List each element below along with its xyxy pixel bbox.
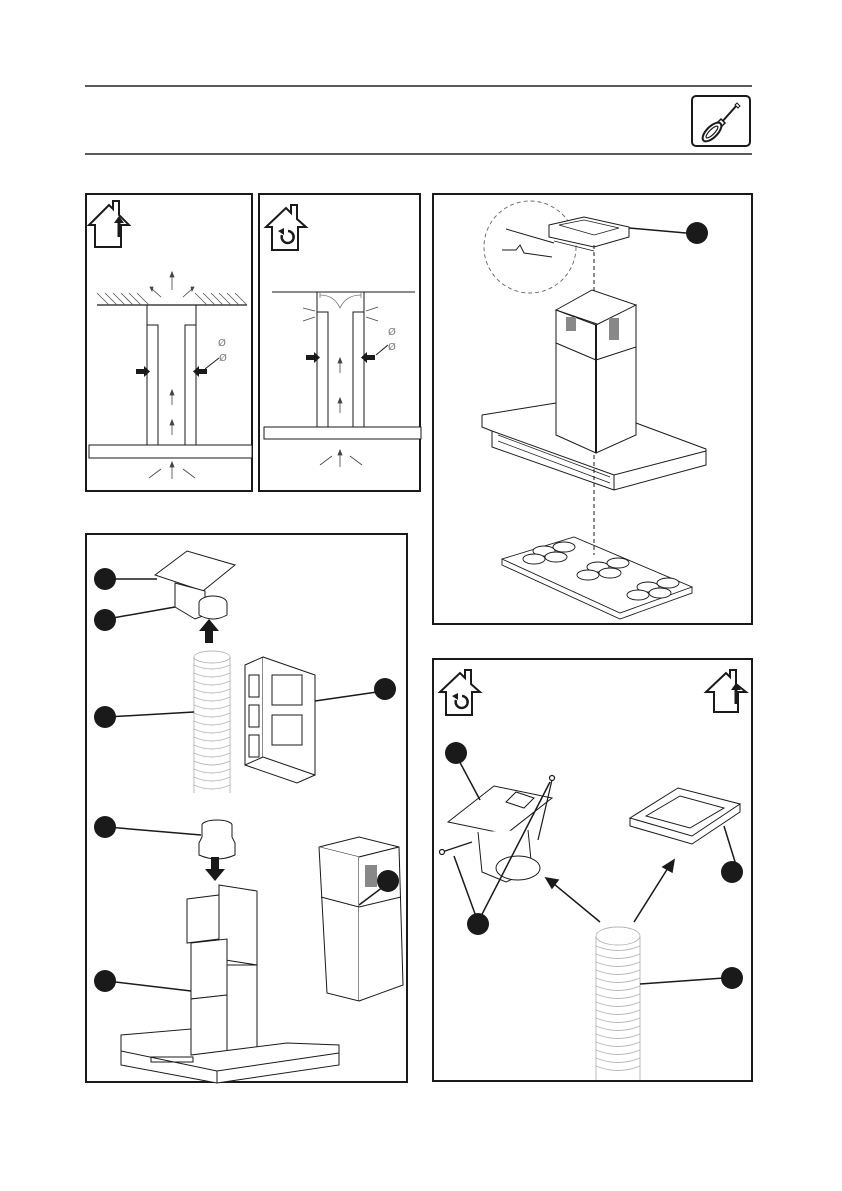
diameter-leader	[376, 345, 388, 355]
callout-marker	[94, 706, 116, 728]
callout-marker	[377, 870, 399, 892]
diameter-leader	[205, 358, 219, 369]
callout-marker	[94, 568, 116, 590]
recirculation-bracket	[448, 786, 552, 882]
ceiling-bracket	[549, 217, 629, 251]
panel-components	[85, 533, 408, 1083]
house-extraction-icon	[706, 670, 746, 712]
panel-mode-mounting	[432, 658, 753, 1082]
direction-arrows	[546, 860, 674, 922]
callout-leader	[107, 712, 194, 717]
callout-leader	[107, 981, 191, 991]
diameter-label: Ø	[219, 354, 227, 364]
up-arrow	[199, 619, 219, 643]
chimney-frame	[245, 657, 315, 783]
callout-leader	[454, 856, 478, 922]
callout-leader	[315, 692, 377, 701]
header-top-rule	[85, 85, 752, 87]
callout-marker	[686, 222, 708, 244]
callout-leader	[640, 978, 724, 984]
callout-marker	[94, 816, 116, 838]
house-extraction-icon	[87, 195, 129, 247]
callout-leader	[107, 827, 201, 835]
diameter-label: Ø	[218, 339, 226, 349]
down-arrow	[205, 857, 225, 881]
tool-badge	[691, 95, 751, 147]
hood-base	[264, 427, 421, 439]
callout-marker	[721, 967, 743, 989]
flexible-hose	[194, 651, 230, 793]
ceiling-hatch	[97, 293, 247, 305]
screwdriver-icon	[693, 97, 749, 145]
callout-leader	[724, 826, 736, 865]
detail-magnifier	[484, 201, 576, 293]
airflow-arrows	[303, 307, 378, 467]
panel-recirculation-airflow: Ø Ø	[258, 193, 421, 492]
house-recirculation-icon	[266, 205, 306, 250]
house-recirculation-icon	[440, 670, 480, 715]
panel-ducted-airflow: Ø Ø	[85, 193, 253, 492]
callout-marker	[445, 742, 467, 764]
hob	[502, 537, 692, 619]
callout-marker	[374, 678, 396, 700]
callout-marker	[94, 609, 116, 631]
diameter-label: Ø	[388, 343, 396, 353]
hood-frame	[121, 885, 339, 1083]
callout-marker	[467, 913, 489, 935]
extraction-bracket	[630, 788, 740, 844]
chimney	[556, 290, 636, 453]
hood-base	[89, 445, 252, 458]
callout-leader	[107, 607, 175, 619]
callout-marker	[721, 861, 743, 883]
panel-hood-over-hob	[432, 193, 753, 625]
flexible-hose	[596, 927, 640, 1080]
callout-leader	[629, 228, 686, 233]
callout-marker	[94, 970, 116, 992]
diameter-label: Ø	[388, 328, 396, 338]
header-bottom-rule	[85, 153, 752, 155]
reducer-adaptor	[199, 820, 235, 859]
decorative-chimney	[319, 837, 403, 1001]
